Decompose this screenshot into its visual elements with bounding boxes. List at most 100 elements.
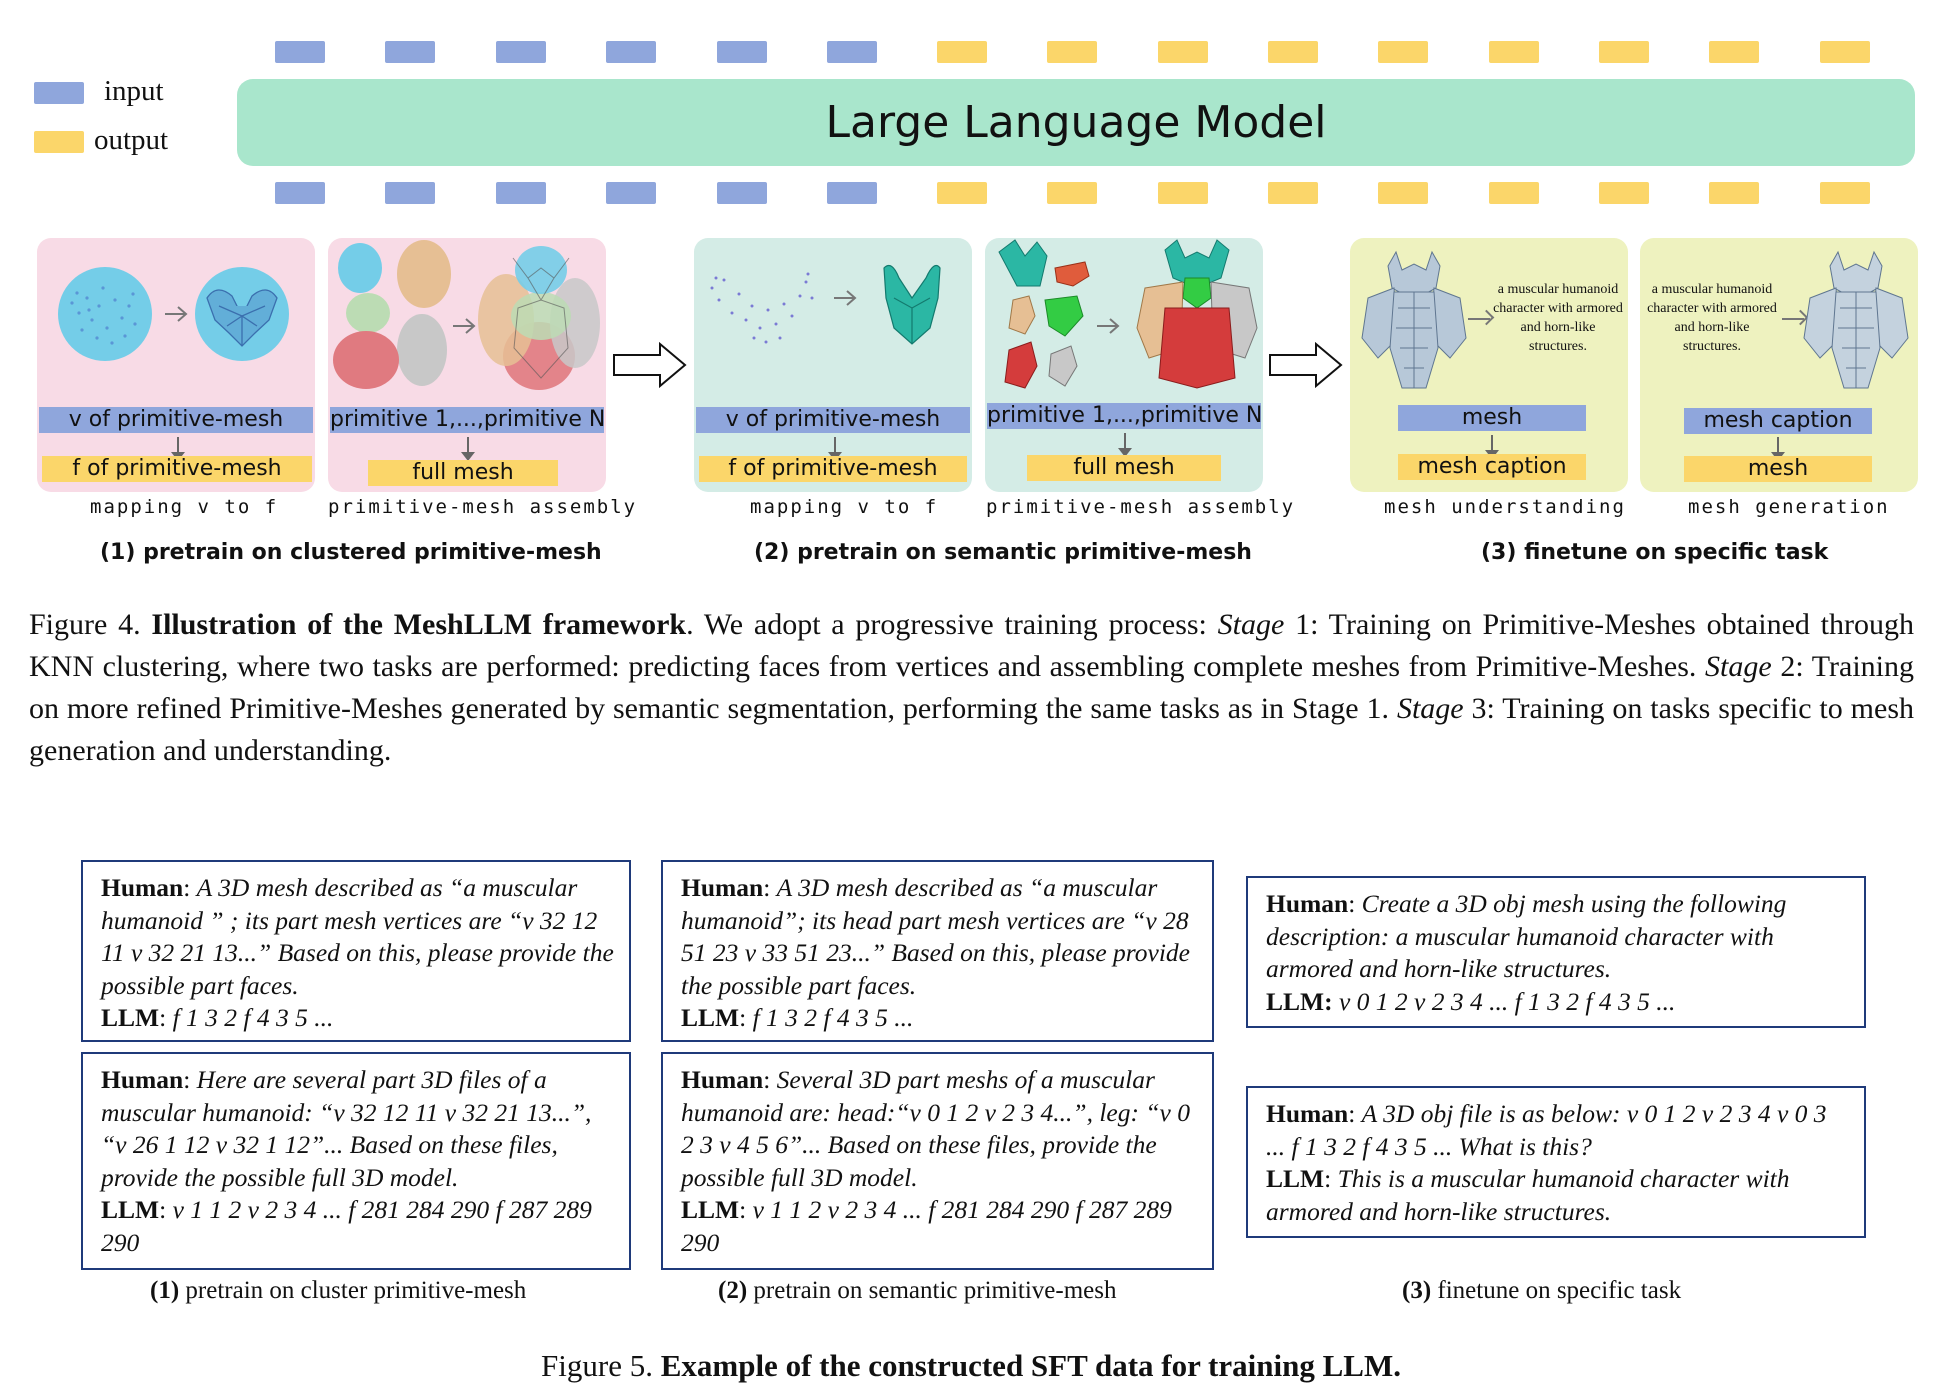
semantic-assembly-illustration — [998, 239, 1258, 389]
figure4-caption: Figure 4. Illustration of the MeshLLM fr… — [29, 604, 1914, 772]
input-token — [827, 182, 877, 204]
input-token — [606, 41, 656, 63]
stage3-caption: (3) finetune on specific task — [1481, 540, 1829, 565]
stage2-right-down-arrow — [1118, 433, 1132, 457]
stage1-primitives-text: primitive 1,...,primitive N — [330, 407, 606, 432]
box1b-human-label: Human — [101, 1065, 184, 1094]
stage3-generation-task-label: mesh generation — [1688, 496, 1890, 518]
box1a-llm-label: LLM — [101, 1003, 160, 1032]
box3b-human-label: Human — [1266, 1099, 1349, 1128]
output-token — [1047, 41, 1097, 63]
sft-example-stage1-faces: Human: A 3D mesh described as “a muscula… — [81, 860, 631, 1042]
input-token — [275, 41, 325, 63]
box1b-llm-text: v 1 1 2 v 2 3 4 ... f 281 284 290 f 287 … — [101, 1195, 592, 1257]
figure4-text-b: 1: Training on Primitive-Meshes obtained… — [29, 608, 1914, 683]
box3a-human-label: Human — [1266, 889, 1349, 918]
box3a-human-text: Create a 3D obj mesh using the following… — [1266, 889, 1787, 983]
stage2-full-mesh-text: full mesh — [1073, 455, 1175, 480]
stage1-assembly-panel: primitive 1,...,primitive N full mesh — [328, 238, 606, 492]
box1a-human-label: Human — [101, 873, 184, 902]
stage2-assembly-panel: primitive 1,...,primitive N full mesh — [985, 238, 1263, 492]
box2b-llm-text: v 1 1 2 v 2 3 4 ... f 281 284 290 f 287 … — [681, 1195, 1172, 1257]
box2a-llm-text: f 1 3 2 f 4 3 5 ... — [752, 1003, 914, 1032]
vertex-point-cloud-icon — [70, 286, 137, 345]
stage2-primitives-pill: primitive 1,...,primitive N — [987, 403, 1262, 429]
legend-input-label: input — [104, 75, 164, 107]
output-token — [1820, 41, 1870, 63]
input-token — [717, 182, 767, 204]
figure4-text-d: 3: Training on tasks specific to mesh ge… — [29, 692, 1915, 767]
legend-output-swatch — [34, 131, 84, 153]
input-token — [496, 41, 546, 63]
head-vertex-cloud-icon — [710, 272, 814, 344]
legend-output-label: output — [94, 124, 169, 156]
stage2-mapping-task-label: mapping v to f — [750, 496, 939, 518]
stage1-vertices-text: v of primitive-mesh — [68, 407, 284, 432]
stage2-full-mesh-pill: full mesh — [1027, 455, 1221, 481]
box3b-llm-text: This is a muscular humanoid character wi… — [1266, 1164, 1790, 1226]
figure4-text-c: 2: Training on more refined Primitive-Me… — [29, 650, 1914, 725]
sft-example-stage3-generation: Human: Create a 3D obj mesh using the fo… — [1246, 876, 1866, 1028]
input-token — [827, 41, 877, 63]
stage3-mesh-pill: mesh — [1398, 405, 1586, 431]
box2a-llm-label: LLM — [681, 1003, 740, 1032]
figure4-text-a: . We adopt a progressive training proces… — [686, 608, 1218, 641]
stage3-left-caption-text: a muscular humanoid character with armor… — [1493, 282, 1623, 354]
sft-example-stage3-understanding: Human: A 3D obj file is as below: v 0 1 … — [1246, 1086, 1866, 1238]
output-token — [1158, 41, 1208, 63]
sft-example-stage2-assembly: Human: Several 3D part meshs of a muscul… — [661, 1052, 1214, 1270]
stage2-left-down-arrow — [828, 437, 842, 461]
generated-humanoid-mesh-icon — [1803, 250, 1909, 389]
output-token — [1047, 182, 1097, 204]
output-token — [937, 182, 987, 204]
output-token — [937, 41, 987, 63]
figure4-title: Illustration of the MeshLLM framework — [151, 608, 687, 641]
output-token — [1489, 182, 1539, 204]
assembled-mesh-wireframe-icon — [512, 257, 570, 379]
sft-example-stage1-assembly: Human: Here are several part 3D files of… — [81, 1052, 631, 1270]
sft-example-stage2-faces: Human: A 3D mesh described as “a muscula… — [661, 860, 1214, 1042]
stage3-right-down-arrow — [1771, 437, 1785, 461]
figure4-stage2-word: Stage — [1705, 650, 1772, 683]
stage3-understanding-task-label: mesh understanding — [1384, 496, 1626, 518]
box1b-llm-label: LLM — [101, 1195, 160, 1224]
box2b-llm-label: LLM — [681, 1195, 740, 1224]
box3b-human-text: A 3D obj file is as below: v 0 1 2 v 2 3… — [1266, 1099, 1827, 1161]
stage3-right-caption-text: a muscular humanoid character with armor… — [1647, 282, 1777, 354]
semantic-mapping-illustration — [710, 265, 941, 345]
stage3-caption-pill: mesh caption — [1398, 454, 1586, 480]
stage2-faces-pill: f of primitive-mesh — [699, 456, 967, 482]
stage1-full-mesh-pill: full mesh — [368, 460, 558, 486]
input-token — [385, 182, 435, 204]
stage3-mesh-text: mesh — [1461, 405, 1523, 430]
figure4-stage3-word: Stage — [1396, 692, 1464, 725]
box2a-human-label: Human — [681, 873, 764, 902]
stage2-vertices-text: v of primitive-mesh — [725, 407, 941, 432]
box2a-human-text: A 3D mesh described as “a muscular human… — [681, 873, 1191, 1000]
stage3-mesh-caption-text: mesh caption — [1703, 408, 1853, 433]
box2b-human-label: Human — [681, 1065, 764, 1094]
stage1-faces-pill: f of primitive-mesh — [42, 456, 312, 482]
output-token — [1489, 41, 1539, 63]
output-token — [1599, 41, 1649, 63]
input-token — [385, 41, 435, 63]
humanoid-mesh-icon — [1361, 250, 1467, 389]
figure5-sub1-num: (1) — [150, 1277, 180, 1304]
stage2-assembly-task-label: primitive-mesh assembly — [986, 496, 1296, 518]
figure5-sub2-num: (2) — [718, 1277, 748, 1304]
stage3-output-mesh-pill: mesh — [1684, 456, 1872, 482]
cluster-assembly-illustration — [333, 240, 600, 390]
stage2-caption: (2) pretrain on semantic primitive-mesh — [754, 540, 1252, 565]
cluster-mapping-illustration — [58, 267, 289, 361]
stage3-generation-panel: a muscular humanoid character with armor… — [1640, 238, 1918, 492]
stage3-caption-text: mesh caption — [1417, 454, 1567, 479]
input-token — [275, 182, 325, 204]
stage2-vertices-pill: v of primitive-mesh — [696, 407, 970, 433]
figure5-subcaption-1: (1) pretrain on cluster primitive-mesh — [150, 1277, 526, 1305]
input-token — [496, 182, 546, 204]
output-token — [1268, 41, 1318, 63]
box1a-llm-text: f 1 3 2 f 4 3 5 ... — [172, 1003, 334, 1032]
stage3-left-down-arrow — [1485, 435, 1499, 459]
stage2-mapping-panel: v of primitive-mesh f of primitive-mesh — [694, 238, 972, 492]
figure5-sub3-text: finetune on specific task — [1431, 1277, 1682, 1304]
